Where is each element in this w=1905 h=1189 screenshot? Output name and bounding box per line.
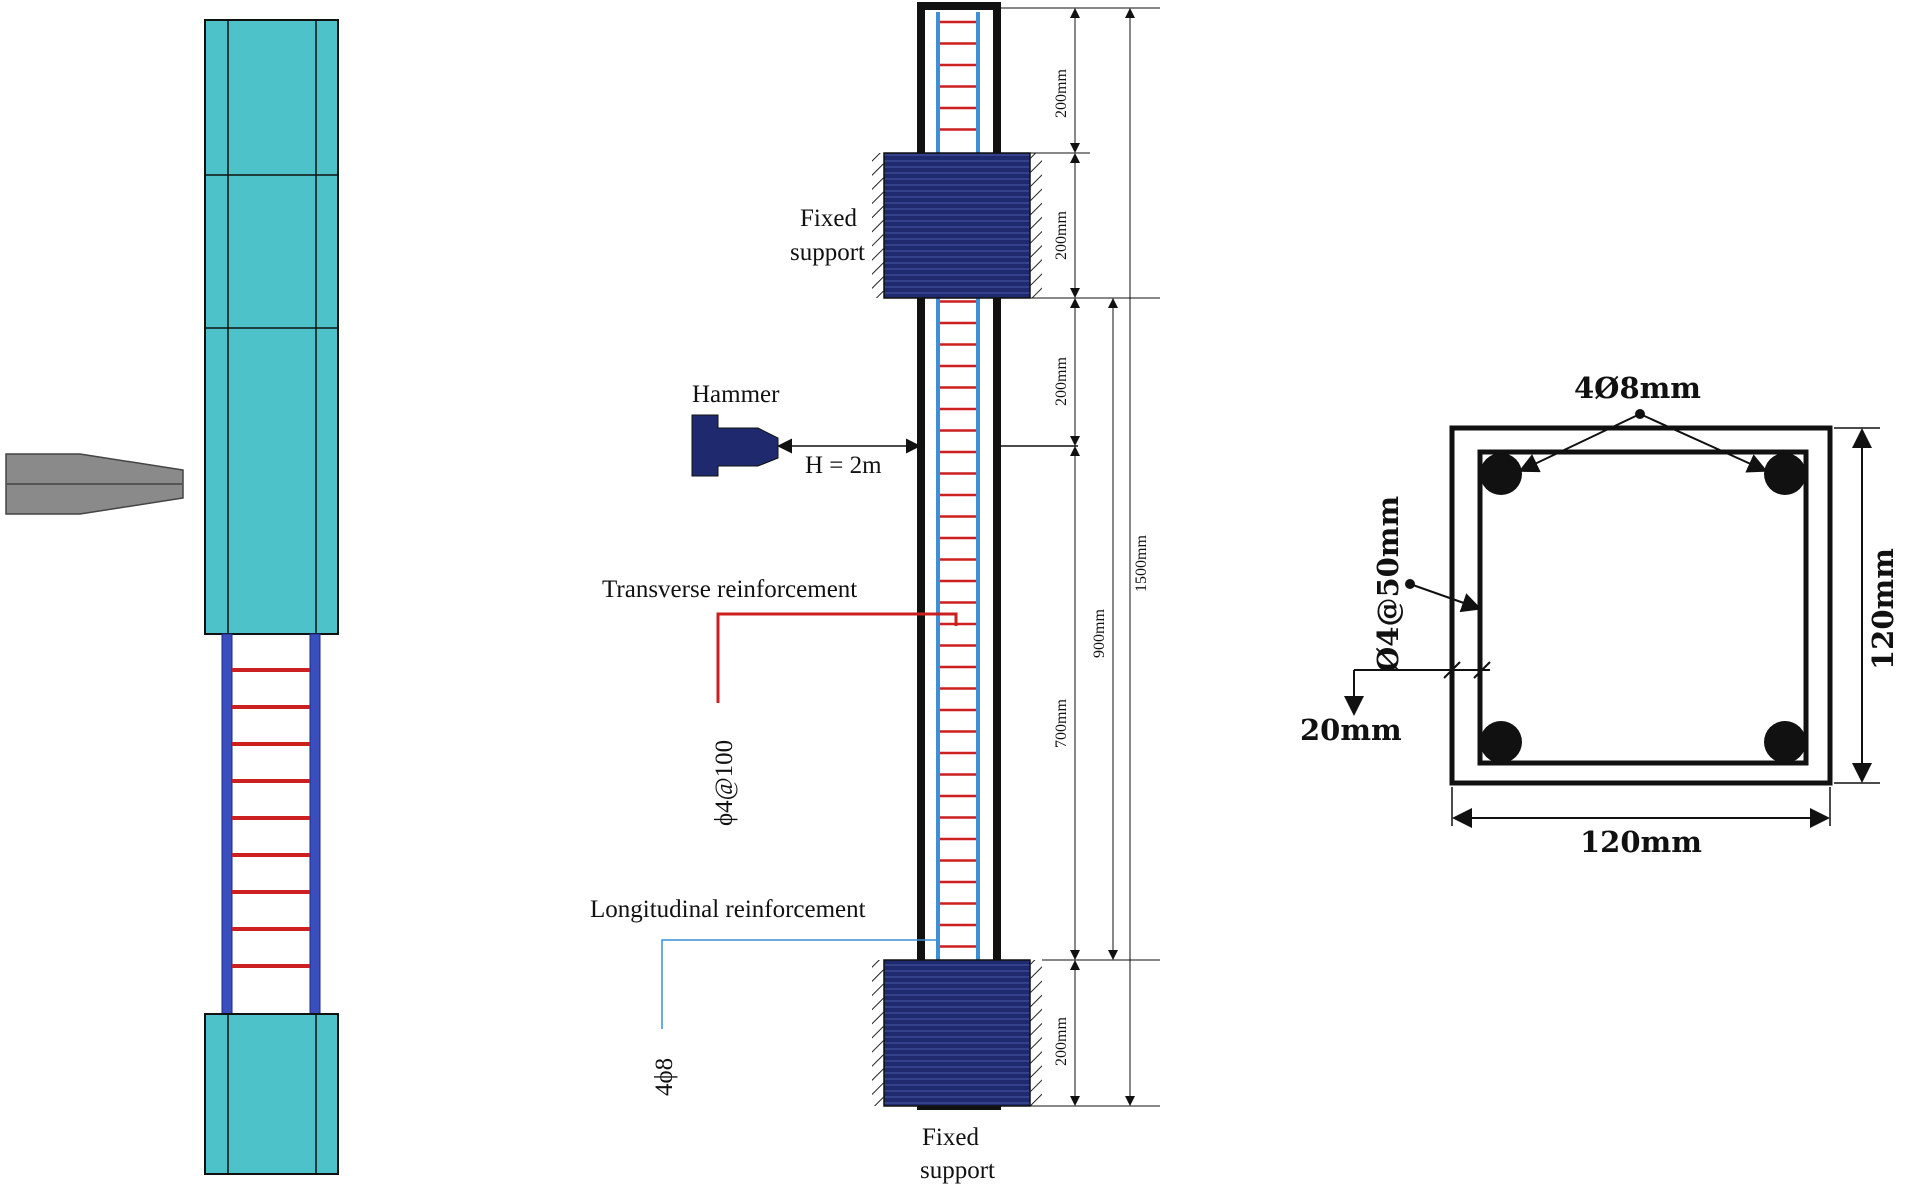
dim-top-support: 200mm (1053, 211, 1070, 260)
fe-model (5, 19, 339, 1175)
fe-stirrup (232, 705, 310, 709)
section-width-label: 120mm (1580, 825, 1702, 859)
fe-stirrup (232, 779, 310, 783)
hammer-label: Hammer (692, 381, 780, 408)
dim-top-segment: 200mm (1053, 69, 1070, 118)
hammer-icon (691, 414, 779, 477)
top-fixed-support (883, 152, 1031, 299)
fe-upper-concrete-block (204, 19, 339, 635)
rebar-top-right (1764, 453, 1806, 495)
transverse-leader-line (716, 612, 958, 703)
elevation-stirrups (940, 20, 976, 948)
longitudinal-reinforcement-label: Longitudinal reinforcement (590, 896, 866, 923)
dim-bottom-support: 200mm (1053, 1017, 1070, 1066)
dim-900: 900mm (1091, 609, 1108, 658)
fe-reinforcement-cage (221, 633, 321, 1015)
fe-lower-concrete-block (204, 1013, 339, 1175)
section-stirrup-label: Ø4@50mm (1371, 496, 1405, 672)
section-stirrup (1477, 449, 1809, 766)
longitudinal-leader-line (661, 939, 938, 1029)
rebar-bottom-left (1480, 721, 1522, 763)
transverse-reinforcement-label: Transverse reinforcement (602, 576, 857, 603)
fe-stirrup (232, 927, 310, 931)
bottom-fixed-support (883, 959, 1031, 1107)
dim-total: 1500mm (1133, 535, 1150, 592)
section-outline (1449, 425, 1833, 786)
bottom-support-label-line2: support (920, 1157, 995, 1184)
section-bars-label: 4Ø8mm (1574, 371, 1701, 405)
section-height-label: 120mm (1866, 548, 1900, 670)
top-support-label-line1: Fixed (800, 205, 857, 232)
transverse-spec-label: ϕ4@100 (711, 740, 738, 826)
h-distance-label: H = 2m (805, 452, 882, 479)
rebar-top-left (1480, 453, 1522, 495)
fe-stirrup (232, 964, 310, 968)
rebar-bottom-right (1764, 721, 1806, 763)
fe-stirrup (232, 668, 310, 672)
dim-upper-segment: 200mm (1053, 357, 1070, 406)
bottom-support-label-line1: Fixed (922, 1124, 979, 1151)
section-cover-label: 20mm (1300, 713, 1402, 747)
fe-stirrup (232, 742, 310, 746)
fe-stirrup (232, 816, 310, 820)
dim-lower-segment: 700mm (1053, 699, 1070, 748)
fe-stirrup (232, 853, 310, 857)
cross-section: 4Ø8mm Ø4@50mm 20mm 120mm 120mm (1300, 371, 1900, 859)
elevation-drawing: Fixed support Hammer H = 2m Transverse r… (590, 2, 1160, 1184)
top-support-label-line2: support (790, 239, 865, 266)
fe-stirrup (232, 890, 310, 894)
longitudinal-spec-label: 4ϕ8 (651, 1058, 678, 1096)
